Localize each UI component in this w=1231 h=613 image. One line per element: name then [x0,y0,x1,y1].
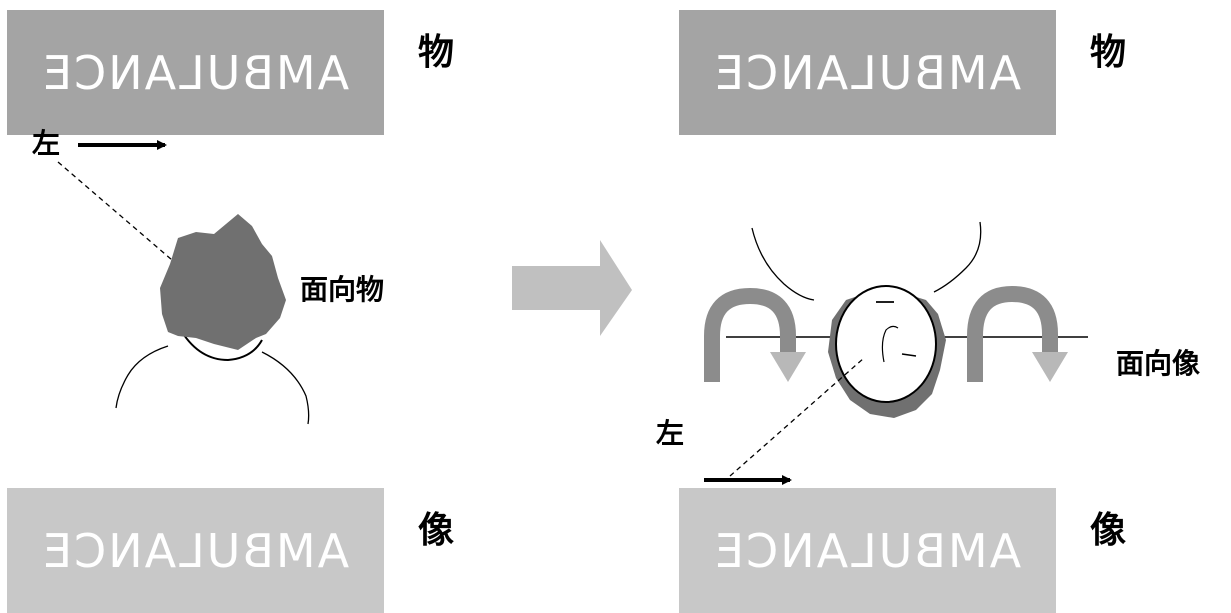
right-upper-curve-right [933,221,982,293]
right-object-sign: AMBULANCE [679,10,1056,135]
right-face [835,285,937,403]
left-facing-label: 面向物 [300,273,385,306]
left-sight-line [57,161,173,261]
left-shoulder-right [261,351,310,425]
left-object-sign: AMBULANCE [7,10,384,135]
right-image-sign: AMBULANCE [679,488,1056,613]
left-image-label: 像 [418,509,455,551]
right-image-label: 像 [1090,509,1127,551]
left-image-sign: AMBULANCE [7,488,384,613]
right-object-label: 物 [1090,31,1127,73]
right-left-label: 左 [656,417,685,450]
right-facing-label: 面向像 [1116,347,1201,380]
right-sight-line [729,357,865,477]
rotation-arrow-left [704,287,806,382]
left-left-label: 左 [32,127,61,160]
left-face-outline [181,331,263,362]
left-shoulder-left [115,345,169,409]
right-face-nose [881,325,899,363]
rotation-arrow-right [967,285,1068,382]
left-object-label: 物 [418,31,455,73]
left-hair-shape [160,214,286,350]
right-face-mouth [901,353,917,357]
right-upper-curve-left [751,227,815,301]
transition-arrow [512,240,632,336]
